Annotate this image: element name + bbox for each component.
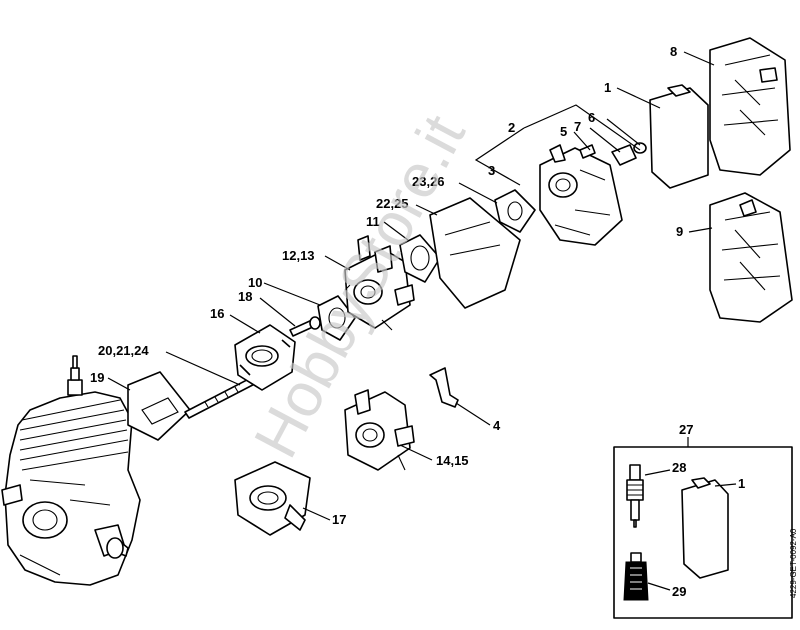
intake-flange-alt [234,461,311,536]
label-4: 4 [493,418,501,433]
gasket-23-26 [494,189,536,233]
label-19: 19 [90,370,104,385]
carburetor-plate [429,197,521,309]
intake-gasket [127,371,191,441]
filter-cover-8 [709,37,791,176]
label-12-13: 12,13 [282,248,315,263]
label-16: 16 [210,306,224,321]
kit-air-filter [681,477,729,579]
label-5: 5 [560,124,567,139]
part-labels: 8 1 2 6 7 5 3 23,26 22,25 11 9 12,13 10 … [90,44,745,599]
intake-flange [234,324,296,391]
label-29: 29 [672,584,686,599]
label-17: 17 [332,512,346,527]
leader-lines [107,51,737,591]
label-3: 3 [488,163,495,178]
label-8: 8 [670,44,677,59]
label-28: 28 [672,460,686,475]
label-14-15: 14,15 [436,453,469,468]
fuel-filter [623,552,649,601]
short-bolt [289,316,321,337]
filter-cover-9 [709,192,793,323]
label-27: 27 [679,422,693,437]
label-11: 11 [366,214,380,229]
label-2: 2 [508,120,515,135]
air-filter [649,84,709,189]
label-7: 7 [574,119,581,134]
label-1: 1 [604,80,611,95]
label-9: 9 [676,224,683,239]
air-filter-housing [539,144,623,246]
carburetor [344,235,415,331]
gasket-11 [399,234,441,283]
label-23-26: 23,26 [412,174,445,189]
document-id: 4229-GET-0092-A0 [789,528,798,598]
label-22-25: 22,25 [376,196,409,211]
engine-block [1,355,141,586]
label-10: 10 [248,275,262,290]
label-18: 18 [238,289,252,304]
label-6: 6 [588,110,595,125]
gasket-10 [317,295,356,341]
choke-lever [429,367,459,408]
label-kit-1: 1 [738,476,745,491]
carburetor-alt [344,389,415,471]
spark-plug [626,464,644,528]
label-20-21-24: 20,21,24 [98,343,149,358]
